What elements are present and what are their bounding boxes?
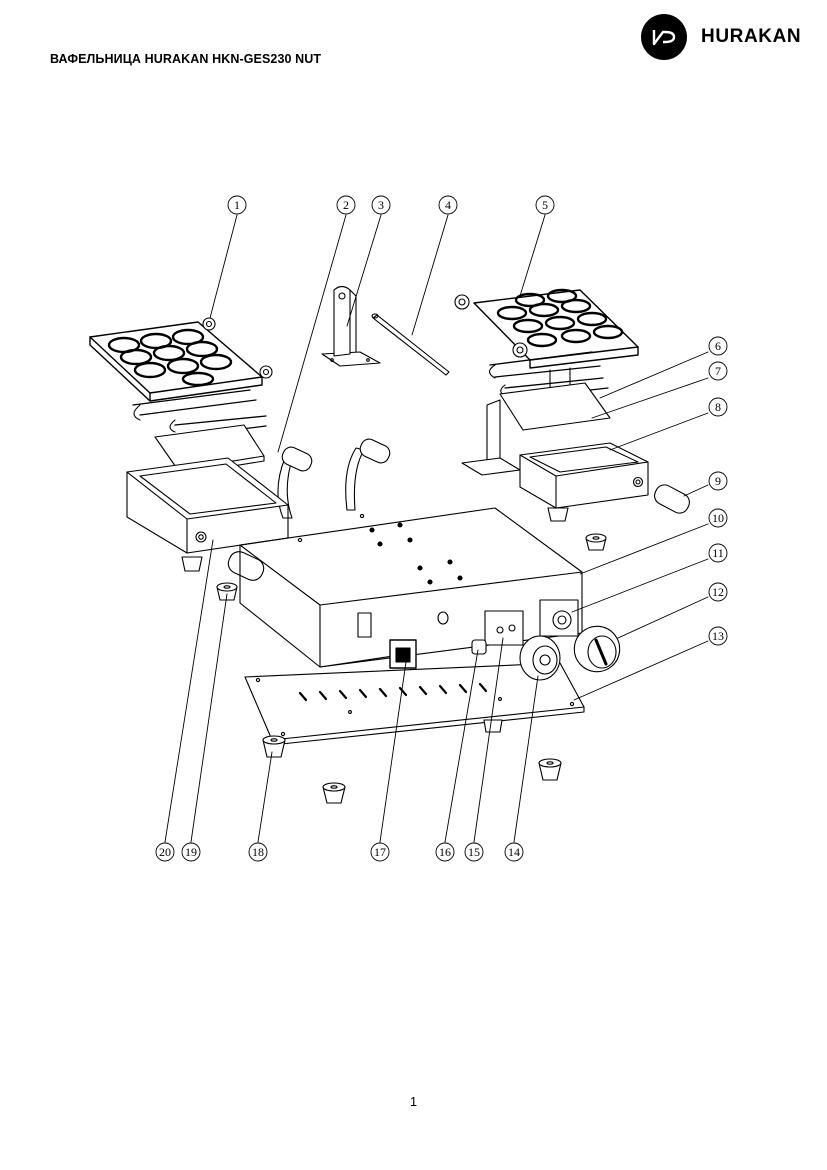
callout-markers: 1 2 3 4 5 6 7 8 9 10 11 12 13 14 15 16 1… bbox=[155, 195, 728, 862]
callout-label: 19 bbox=[185, 845, 197, 859]
right-baking-plate bbox=[454, 288, 639, 431]
callout-label: 4 bbox=[445, 198, 451, 212]
callout-17: 17 bbox=[370, 842, 390, 862]
callout-label: 5 bbox=[542, 198, 548, 212]
callout-label: 10 bbox=[712, 511, 724, 525]
callout-7: 7 bbox=[708, 361, 728, 381]
document-title: ВАФЕЛЬНИЦА HURAKAN HKN-GES230 NUT bbox=[50, 52, 322, 66]
callout-label: 20 bbox=[159, 845, 171, 859]
hinge-bracket bbox=[321, 285, 381, 367]
brand-header: HURAKAN bbox=[641, 14, 801, 60]
hinge-rod bbox=[371, 313, 450, 376]
callout-11: 11 bbox=[708, 543, 728, 563]
callout-1: 1 bbox=[227, 195, 247, 215]
callout-label: 13 bbox=[712, 629, 724, 643]
callout-3: 3 bbox=[371, 195, 391, 215]
hurakan-logo-icon bbox=[641, 14, 687, 60]
callout-20: 20 bbox=[155, 842, 175, 862]
callout-15: 15 bbox=[464, 842, 484, 862]
callout-19: 19 bbox=[181, 842, 201, 862]
callout-10: 10 bbox=[708, 508, 728, 528]
callout-18: 18 bbox=[248, 842, 268, 862]
callout-label: 1 bbox=[234, 198, 240, 212]
right-heater-box bbox=[461, 399, 690, 514]
callout-label: 9 bbox=[715, 474, 721, 488]
callout-9: 9 bbox=[708, 471, 728, 491]
callout-label: 14 bbox=[508, 845, 520, 859]
main-body-housing bbox=[239, 507, 583, 668]
callout-label: 8 bbox=[715, 400, 721, 414]
callout-5: 5 bbox=[535, 195, 555, 215]
rubber-feet bbox=[181, 507, 607, 804]
callout-label: 17 bbox=[374, 845, 386, 859]
left-baking-plate bbox=[89, 317, 273, 476]
callout-label: 2 bbox=[343, 198, 349, 212]
callout-label: 18 bbox=[252, 845, 264, 859]
callout-label: 6 bbox=[715, 339, 721, 353]
callout-label: 11 bbox=[712, 546, 724, 560]
front-panel-controls bbox=[389, 599, 621, 681]
callout-14: 14 bbox=[504, 842, 524, 862]
callout-16: 16 bbox=[435, 842, 455, 862]
callout-label: 16 bbox=[439, 845, 451, 859]
callout-4: 4 bbox=[438, 195, 458, 215]
left-heater-box bbox=[126, 457, 289, 554]
callout-label: 12 bbox=[712, 585, 724, 599]
callout-label: 15 bbox=[468, 845, 480, 859]
callout-8: 8 bbox=[708, 397, 728, 417]
callout-2: 2 bbox=[336, 195, 356, 215]
callout-label: 7 bbox=[715, 364, 721, 378]
callout-6: 6 bbox=[708, 336, 728, 356]
brand-name: HURAKAN bbox=[701, 26, 802, 47]
callout-13: 13 bbox=[708, 626, 728, 646]
callout-12: 12 bbox=[708, 582, 728, 602]
page-number: 1 bbox=[409, 1094, 418, 1109]
callout-leader-lines bbox=[164, 214, 709, 843]
callout-label: 3 bbox=[378, 198, 384, 212]
